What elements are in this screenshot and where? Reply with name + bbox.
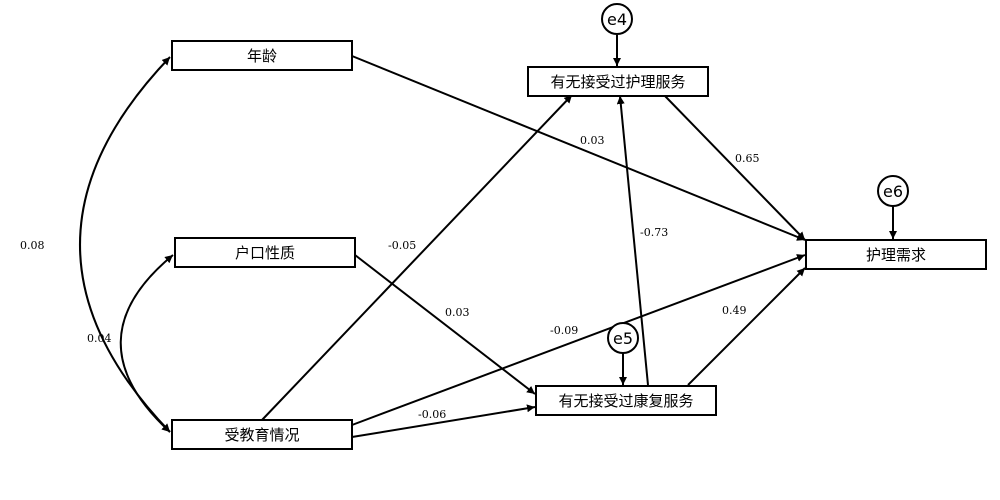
node-rehab-service: 有无接受过康复服务: [535, 385, 717, 416]
error-e6-label: e6: [883, 182, 903, 201]
coefficient-labels: 0.08 0.04 -0.05 0.03 0.03 -0.09 -0.06 -0…: [20, 134, 760, 421]
node-hukou: 户口性质: [174, 237, 356, 268]
coef-age-need: 0.03: [580, 134, 605, 147]
coef-rehab-nursing-service: -0.73: [640, 226, 668, 239]
coef-education-rehab: -0.06: [418, 408, 446, 421]
age-to-nursing-need-arrow: [351, 55, 806, 241]
error-e5: e5: [607, 322, 639, 354]
coef-education-need: -0.09: [550, 324, 578, 337]
coef-hukou-education: 0.04: [87, 332, 112, 345]
node-age: 年龄: [171, 40, 353, 71]
rehab-to-need-arrow: [687, 267, 806, 386]
cov-hukou-education-arrow: [119, 254, 174, 433]
node-education: 受教育情况: [171, 419, 353, 450]
coef-rehab-need: 0.49: [722, 304, 747, 317]
node-age-label: 年龄: [247, 47, 277, 65]
node-nursing-service: 有无接受过护理服务: [527, 66, 709, 97]
edges: [79, 35, 897, 438]
coef-hukou-rehab: 0.03: [445, 306, 470, 319]
coef-age-education: 0.08: [20, 239, 45, 252]
node-nursing-need-label: 护理需求: [866, 246, 926, 264]
error-e5-label: e5: [613, 329, 633, 348]
coef-nursing-service-need: 0.65: [735, 152, 760, 165]
error-e4-label: e4: [607, 10, 627, 29]
education-to-nursing-service-arrow: [261, 94, 573, 421]
node-nursing-need: 护理需求: [805, 239, 987, 270]
education-to-nursing-need-arrow: [351, 254, 806, 426]
hukou-to-rehab-service-arrow: [354, 254, 536, 395]
nursing-service-to-need-arrow: [664, 95, 806, 241]
error-e4: e4: [601, 3, 633, 35]
node-rehab-service-label: 有无接受过康复服务: [558, 392, 693, 410]
rehab-to-nursing-service-arrow: [616, 95, 649, 386]
cov-age-education-arrow: [79, 56, 171, 433]
coef-education-nursing-service: -0.05: [388, 239, 416, 252]
node-education-label: 受教育情况: [224, 426, 299, 444]
education-to-rehab-service-arrow: [351, 404, 536, 438]
node-nursing-service-label: 有无接受过护理服务: [550, 73, 685, 91]
node-hukou-label: 户口性质: [235, 244, 295, 262]
error-e6: e6: [877, 175, 909, 207]
